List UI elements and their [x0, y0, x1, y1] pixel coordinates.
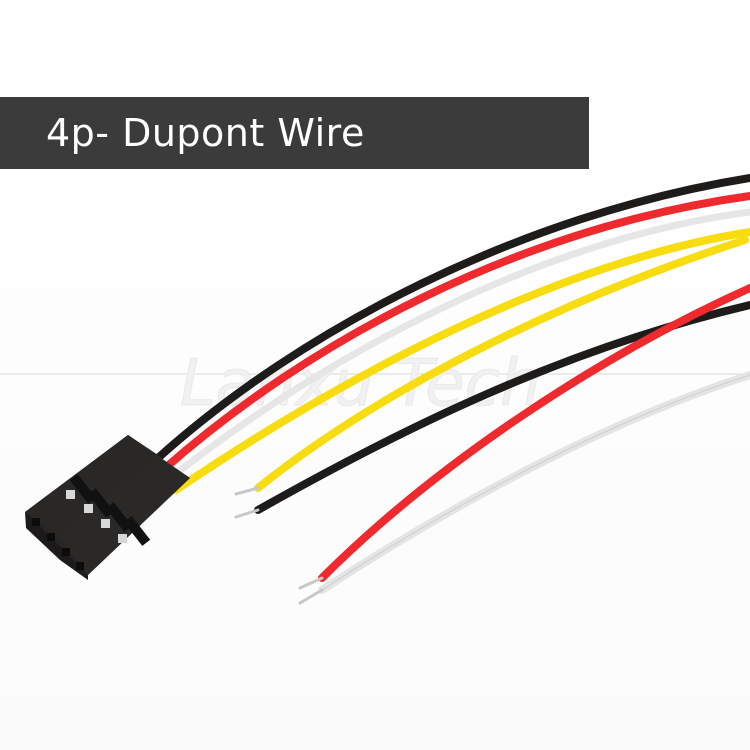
dupont-connector — [25, 435, 190, 580]
wire-yellow-tip — [234, 486, 260, 496]
connector-contact-4 — [118, 534, 127, 543]
wire-red-tip — [298, 576, 324, 590]
connector-hole-1 — [32, 518, 40, 526]
wire-yellow-long — [172, 228, 750, 494]
wire-yellow-branch — [254, 236, 749, 492]
wire-branches — [234, 236, 750, 605]
connector-slot-4 — [123, 516, 151, 546]
wire-black-tip — [234, 508, 260, 519]
connector-contact-1 — [66, 490, 75, 499]
connector-hole-4 — [76, 562, 84, 570]
title-banner: 4p- Dupont Wire — [0, 97, 589, 169]
connector-contact-3 — [101, 519, 110, 528]
wire-white-tip — [298, 588, 324, 605]
wire-red-branch — [318, 284, 750, 582]
wire-black-long — [154, 174, 750, 462]
wire-bundle-long — [154, 174, 750, 494]
connector-hole-3 — [62, 548, 70, 556]
wire-red-long — [159, 192, 750, 474]
connector-hole-2 — [47, 533, 55, 541]
title-text: 4p- Dupont Wire — [46, 111, 365, 155]
watermark-text: Lanxu Tech — [180, 347, 541, 421]
connector-front — [25, 512, 88, 580]
wire-white-branch-edge — [321, 374, 750, 591]
wire-white-long — [164, 208, 750, 484]
connector-contact-2 — [84, 504, 93, 513]
